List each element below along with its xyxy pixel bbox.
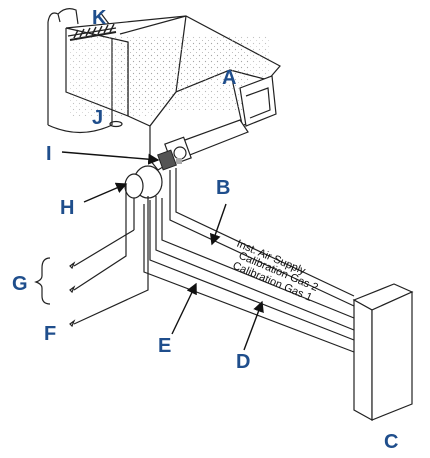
callout-a: A xyxy=(222,67,236,89)
probe xyxy=(157,119,249,171)
leader-arrows xyxy=(61,151,264,351)
callout-f: F xyxy=(44,323,56,345)
k-baffle xyxy=(67,23,117,41)
callout-i: I xyxy=(46,143,52,165)
callout-b: B xyxy=(216,177,230,199)
signal-wiring xyxy=(69,196,149,328)
callout-h: H xyxy=(60,197,74,219)
callout-d: D xyxy=(236,351,250,373)
probe-housing xyxy=(124,165,163,230)
callout-j: J xyxy=(92,107,103,129)
callout-g: G xyxy=(12,273,28,295)
control-cabinet xyxy=(352,283,414,422)
tubing-bundle xyxy=(143,168,355,353)
callout-e: E xyxy=(158,335,171,357)
callout-c: C xyxy=(384,431,398,453)
g-brace xyxy=(34,257,51,305)
callout-k: K xyxy=(92,7,107,29)
